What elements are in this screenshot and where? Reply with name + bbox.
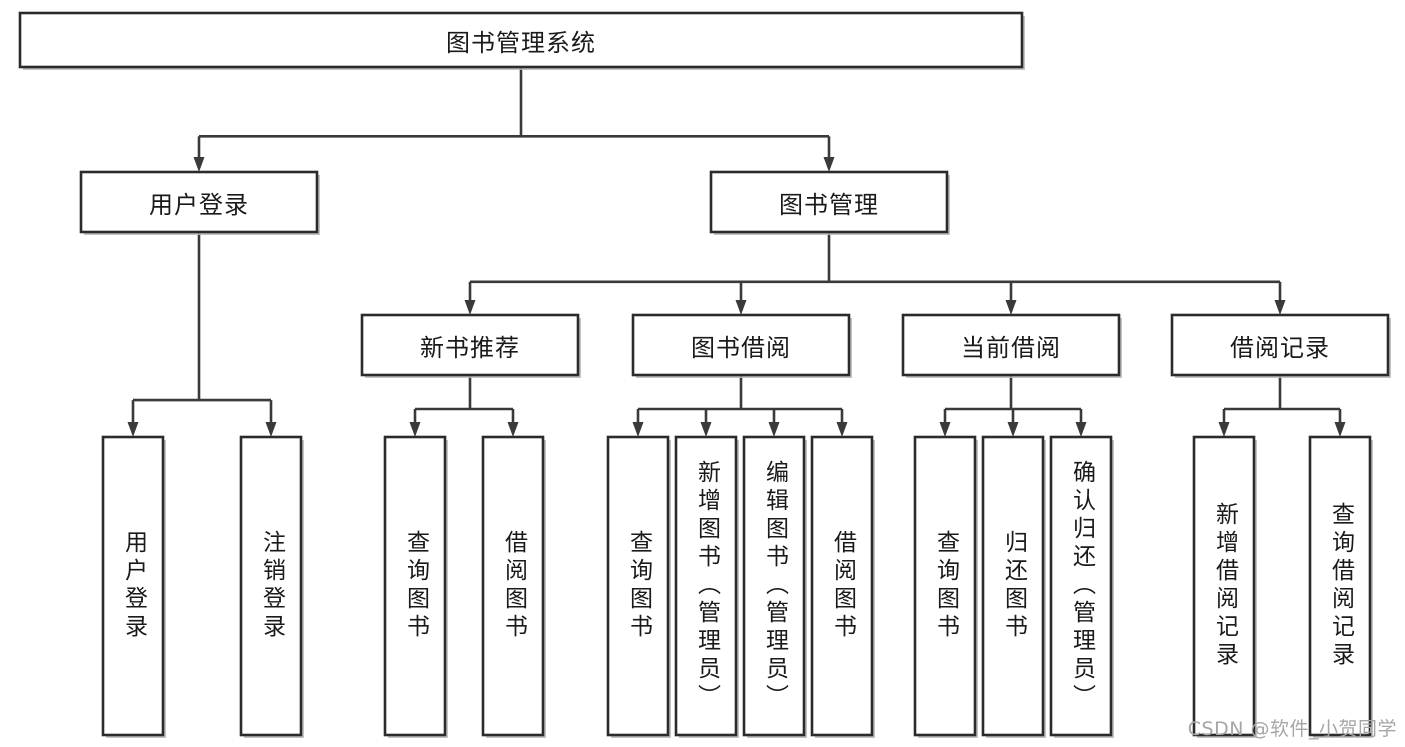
edge-group-user-login [127, 232, 277, 437]
edge-group-current-borrow [939, 375, 1087, 437]
arrow-head-icon [265, 422, 277, 437]
arrow-head-icon [768, 422, 780, 437]
node-box-leaf-query-record[interactable] [1308, 435, 1372, 737]
node-box-leaf-query-book-cur[interactable] [913, 435, 977, 737]
node-box-leaf-borrow-book-rec[interactable] [481, 435, 545, 737]
arrow-head-icon [939, 422, 951, 437]
arrow-head-icon [127, 422, 139, 437]
node-box-new-book-rec[interactable] [360, 313, 580, 377]
arrow-head-icon [1274, 300, 1286, 315]
connectors-layer [127, 67, 1346, 437]
node-box-leaf-user-login[interactable] [101, 435, 165, 737]
arrow-head-icon [1005, 300, 1017, 315]
node-box-root[interactable] [18, 11, 1024, 69]
node-box-current-borrow[interactable] [901, 313, 1121, 377]
edge-group-borrow-record [1218, 375, 1346, 437]
arrow-head-icon [1007, 422, 1019, 437]
edge-group-book-manage [464, 232, 1286, 315]
edge-group-book-borrow [632, 375, 848, 437]
node-box-leaf-user-logout[interactable] [239, 435, 303, 737]
arrow-head-icon [632, 422, 644, 437]
node-box-leaf-confirm-return[interactable] [1049, 435, 1113, 737]
edge-group-new-book-rec [409, 375, 519, 437]
node-box-user-login[interactable] [79, 170, 319, 234]
node-box-borrow-record[interactable] [1170, 313, 1390, 377]
arrow-head-icon [823, 157, 835, 172]
arrow-head-icon [836, 422, 848, 437]
node-box-book-borrow[interactable] [631, 313, 851, 377]
edge-group-root [193, 67, 835, 172]
arrow-head-icon [700, 422, 712, 437]
node-box-leaf-query-book-borrow[interactable] [606, 435, 670, 737]
node-box-leaf-add-record[interactable] [1192, 435, 1256, 737]
arrow-head-icon [1075, 422, 1087, 437]
node-box-leaf-edit-book[interactable] [742, 435, 806, 737]
node-box-leaf-return-book[interactable] [981, 435, 1045, 737]
node-box-leaf-add-book[interactable] [674, 435, 738, 737]
arrow-head-icon [507, 422, 519, 437]
arrow-head-icon [1218, 422, 1230, 437]
watermark-text: CSDN @软件_小贺同学 [1187, 718, 1397, 740]
node-box-book-manage[interactable] [709, 170, 949, 234]
arrow-head-icon [735, 300, 747, 315]
arrow-head-icon [1334, 422, 1346, 437]
node-box-leaf-borrow-book[interactable] [810, 435, 874, 737]
arrow-head-icon [464, 300, 476, 315]
nodes-layer [18, 11, 1391, 738]
arrow-head-icon [409, 422, 421, 437]
node-box-leaf-query-book-rec[interactable] [383, 435, 447, 737]
arrow-head-icon [193, 157, 205, 172]
